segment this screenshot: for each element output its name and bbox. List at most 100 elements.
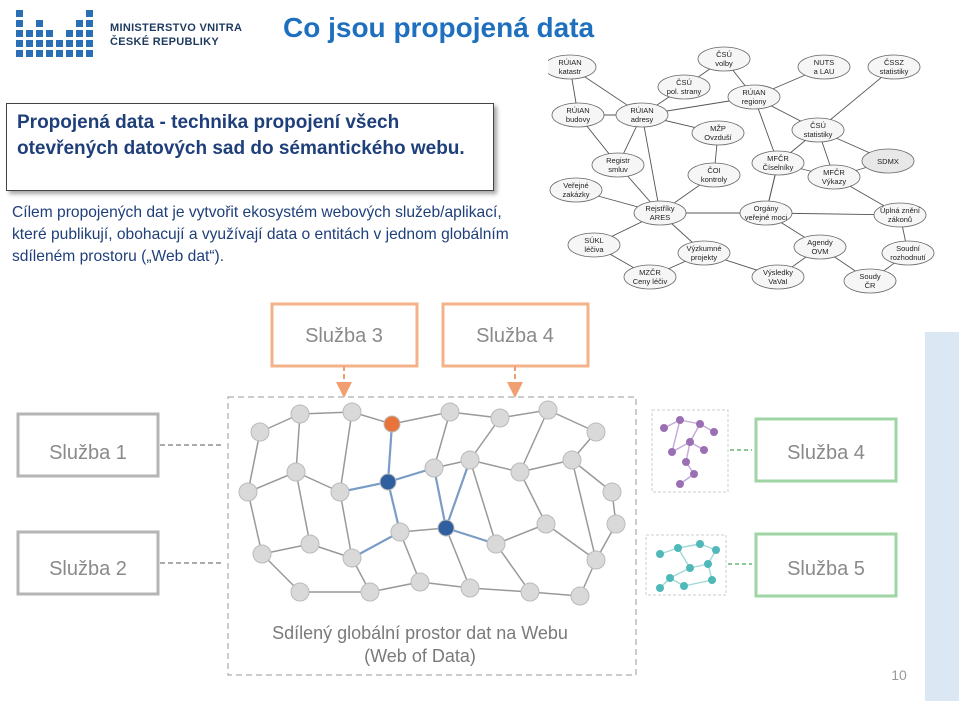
web-graph-node (424, 458, 444, 478)
service-box-3: Služba 3 (270, 302, 419, 368)
network-node-label: MFČR (767, 154, 789, 163)
network-node-label: SÚKL (584, 236, 604, 245)
service-4-right-label: Služba 4 (787, 442, 865, 464)
network-node-label: RÚIAN (566, 106, 589, 115)
shared-space-region (227, 396, 637, 676)
network-node-label: Orgány (754, 204, 779, 213)
web-of-data-diagram: Služba 3 Služba 4 Služba 1 Služba 2 Sdíl… (16, 302, 959, 701)
teal-graph-node (680, 582, 688, 590)
purple-graph-node (682, 458, 690, 466)
network-node-sublabel: Výkazy (822, 177, 846, 186)
web-graph-node (390, 522, 410, 542)
web-graph-node (586, 422, 606, 442)
network-node-sublabel: rozhodnutí (890, 253, 926, 262)
service-4-top-label: Služba 4 (476, 325, 554, 347)
network-node-label: ČSÚ (810, 121, 826, 130)
network-node-sublabel: statistiky (804, 130, 833, 139)
network-node-sublabel: zákonů (888, 215, 912, 224)
teal-graph-node (656, 584, 664, 592)
web-graph-node (330, 482, 350, 502)
service-1-label: Služba 1 (49, 442, 127, 464)
decorative-strip (925, 332, 959, 701)
web-graph-node (290, 404, 310, 424)
web-graph-node (536, 514, 556, 534)
teal-graph-node (666, 574, 674, 582)
network-node-label: ČSÚ (716, 50, 732, 59)
network-node-label: Registr (606, 156, 630, 165)
network-node-label: Rejstříky (645, 204, 674, 213)
diagram-caption-line2: (Web of Data) (364, 646, 476, 666)
network-node-sublabel: kontroly (701, 175, 728, 184)
teal-graph-node (708, 576, 716, 584)
network-node-sublabel: Ovzduší (704, 133, 732, 142)
service-2-label: Služba 2 (49, 558, 127, 580)
network-node-sublabel: ARES (650, 213, 670, 222)
network-node-sublabel: katastr (559, 67, 582, 76)
network-node-sublabel: projekty (691, 253, 718, 262)
network-node-sublabel: smluv (608, 165, 628, 174)
web-graph-node (486, 534, 506, 554)
network-node-sublabel: zakázky (562, 190, 589, 199)
ministry-name-line1: MINISTERSTVO VNITRA (110, 22, 243, 34)
web-graph-node (460, 578, 480, 598)
network-node-sublabel: pol. strany (667, 87, 702, 96)
web-graph-node (460, 450, 480, 470)
network-node-label: MFČR (823, 168, 845, 177)
web-graph-node (490, 408, 510, 428)
purple-graph-node (676, 480, 684, 488)
network-node-label: Veřejné (563, 181, 588, 190)
diagram-caption-line1: Sdílený globální prostor dat na Webu (272, 623, 568, 643)
service-5-label: Služba 5 (787, 558, 865, 580)
ministry-logo-icon (16, 10, 93, 57)
network-node-label: ČSSZ (884, 58, 904, 67)
teal-graph-node (704, 560, 712, 568)
purple-graph-node (700, 446, 708, 454)
purple-graph-node (686, 438, 694, 446)
network-node-sublabel: VaVaI (768, 277, 787, 286)
network-node-sublabel: budovy (566, 115, 590, 124)
goal-paragraph: Cílem propojených dat je vytvořit ekosys… (12, 204, 509, 265)
page-number: 10 (891, 667, 907, 683)
network-node-sublabel: léčiva (584, 245, 604, 254)
web-graph-node (410, 572, 430, 592)
network-node-label: Úplná znění (880, 206, 921, 215)
web-graph-node (570, 586, 590, 606)
service-box-5: Služba 5 (754, 532, 898, 598)
teal-subgraph-box (645, 534, 727, 596)
service-box-4-top: Služba 4 (441, 302, 590, 368)
purple-subgraph-box (651, 409, 729, 493)
teal-graph-node (656, 550, 664, 558)
definition-box: Propojená data - technika propojení všec… (6, 103, 494, 191)
network-node-sublabel: Ceny léčiv (633, 277, 668, 286)
purple-graph-node (690, 470, 698, 478)
page-title: Co jsou propojená data (283, 12, 595, 43)
web-graph-node (360, 582, 380, 602)
purple-graph-node (676, 416, 684, 424)
network-node-label: MŽP (710, 124, 726, 133)
purple-graph-node (668, 448, 676, 456)
web-graph-node (342, 402, 362, 422)
web-graph-node (238, 482, 258, 502)
web-graph-node (383, 415, 401, 433)
network-node: SDMX (861, 148, 915, 174)
web-graph-node (562, 450, 582, 470)
web-graph-node (250, 422, 270, 442)
network-node-label: SDMX (877, 157, 899, 166)
network-node-sublabel: regiony (742, 97, 767, 106)
